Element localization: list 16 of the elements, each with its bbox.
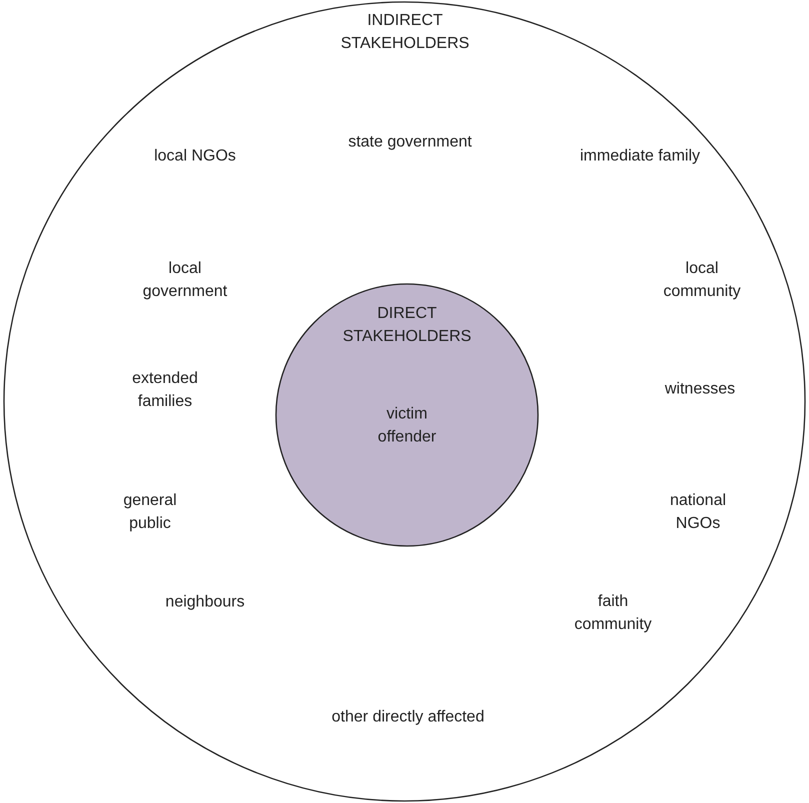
stakeholder-label: offender — [378, 428, 436, 448]
group-heading: INDIRECT STAKEHOLDERS — [340, 11, 470, 54]
stakeholder-label: national NGOs — [668, 491, 728, 534]
stakeholder-label: general public — [122, 491, 178, 534]
stakeholder-label: local NGOs — [154, 146, 236, 166]
stakeholder-label: neighbours — [165, 592, 245, 612]
stakeholder-label: local government — [142, 259, 228, 302]
stakeholder-label: faith community — [573, 592, 653, 635]
stakeholder-label: immediate family — [580, 146, 700, 166]
stakeholder-label: witnesses — [664, 380, 736, 400]
stakeholder-label: extended families — [131, 369, 199, 412]
stakeholder-label: other directly affected — [332, 708, 484, 728]
stakeholder-label: state government — [348, 132, 472, 152]
stakeholder-label: local community — [662, 259, 742, 302]
group-heading: DIRECT STAKEHOLDERS — [342, 304, 472, 347]
stakeholder-label: victim — [386, 404, 428, 424]
